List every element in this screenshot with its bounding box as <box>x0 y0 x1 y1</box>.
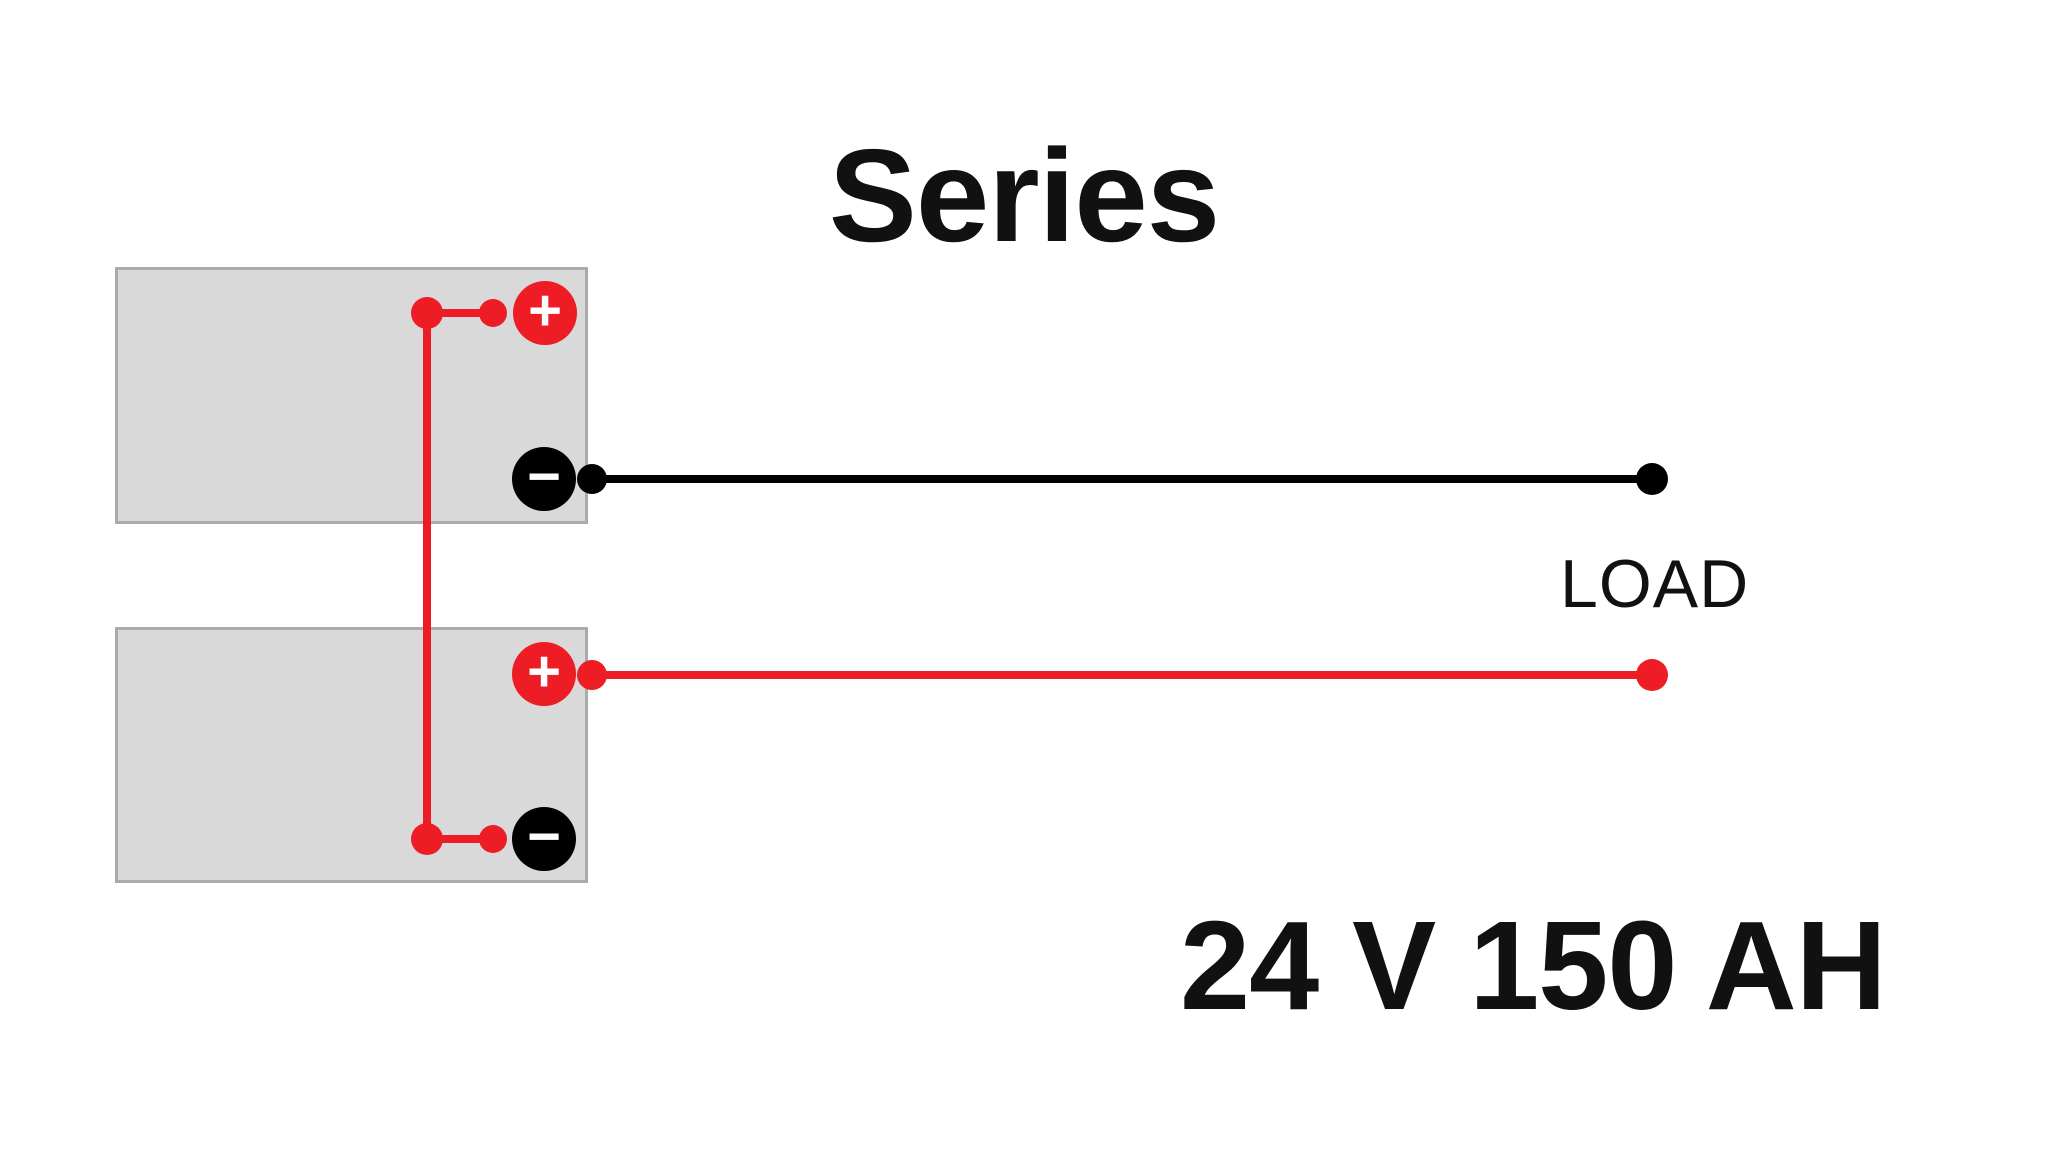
battery-1-body <box>115 267 588 524</box>
diagram-title: Series <box>828 122 1220 269</box>
positive-load-wire <box>592 671 1652 679</box>
series-link-wire-bottom <box>427 835 493 843</box>
junction-dot-top <box>411 297 443 329</box>
battery2-negative-terminal: − <box>512 807 576 871</box>
battery2-positive-wire-dot <box>577 660 607 690</box>
series-link-wire-top <box>427 309 493 317</box>
minus-icon: − <box>527 444 561 509</box>
capacity-label: 24 V 150 AH <box>1180 895 1887 1036</box>
negative-wire-end-dot <box>1636 463 1668 495</box>
battery2-negative-link-dot <box>479 825 507 853</box>
battery2-positive-terminal: + <box>512 642 576 706</box>
plus-icon: + <box>528 278 562 343</box>
negative-load-wire <box>592 475 1652 483</box>
minus-icon: − <box>527 804 561 869</box>
battery1-positive-terminal: + <box>513 281 577 345</box>
battery1-positive-link-dot <box>479 299 507 327</box>
series-link-wire-vertical <box>423 313 431 839</box>
battery-2-body <box>115 627 588 883</box>
battery1-negative-wire-dot <box>577 464 607 494</box>
plus-icon: + <box>527 639 561 704</box>
positive-wire-end-dot <box>1636 659 1668 691</box>
battery1-negative-terminal: − <box>512 447 576 511</box>
junction-dot-bottom <box>411 823 443 855</box>
load-label: LOAD <box>1560 546 1750 622</box>
